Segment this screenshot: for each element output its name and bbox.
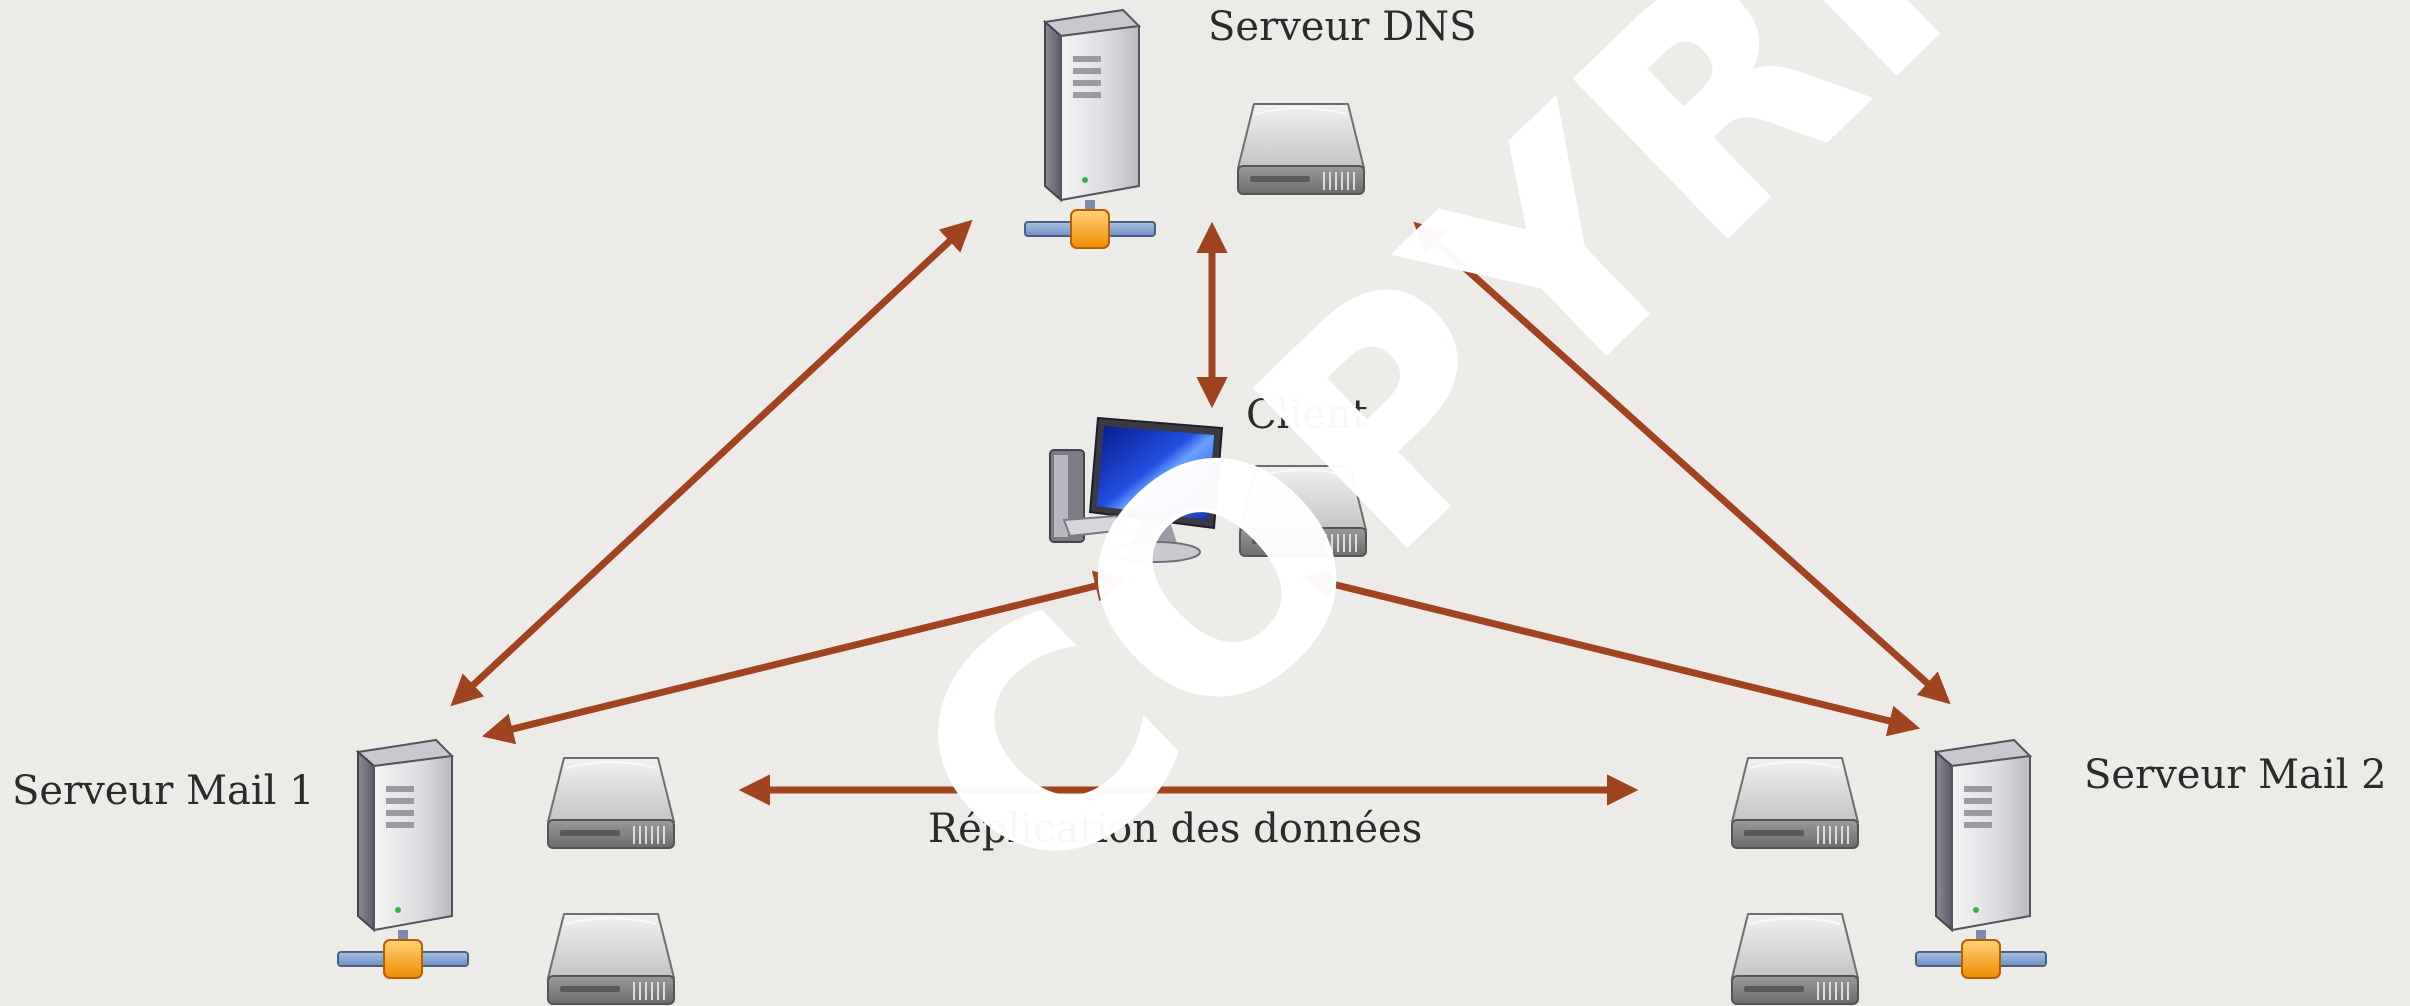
mail1-server-label: Serveur Mail 1 xyxy=(12,768,315,814)
mail2-server-label: Serveur Mail 2 xyxy=(2084,752,2387,798)
mail1-hard-drive-icon-1 xyxy=(547,757,675,849)
dns-hard-drive-icon xyxy=(1237,103,1365,195)
mail1-hard-drive-icon-2 xyxy=(547,913,675,1005)
replication-label: Réplication des données xyxy=(928,806,1423,852)
mail2-hard-drive-icon-2 xyxy=(1731,913,1859,1005)
desktop-computer-icon xyxy=(1049,416,1224,563)
mail2-hard-drive-icon-1 xyxy=(1731,757,1859,849)
arrow-client-mail2 xyxy=(1301,568,1921,737)
dns-server-label: Serveur DNS xyxy=(1208,4,1477,50)
connection-arrows xyxy=(450,219,1951,806)
client-label: Client xyxy=(1246,392,1368,438)
arrow-client-mail1 xyxy=(481,570,1127,745)
client-hard-drive-icon xyxy=(1239,465,1367,557)
